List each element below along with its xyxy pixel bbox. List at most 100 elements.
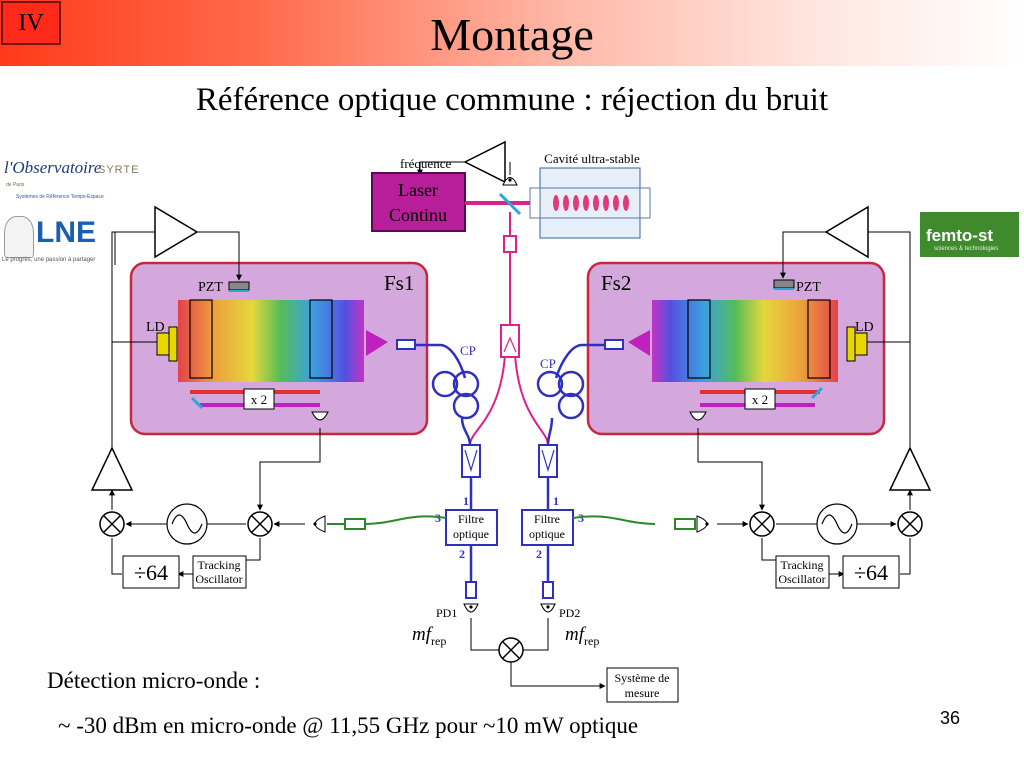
- right-tracking-label-1: Tracking: [781, 558, 824, 572]
- fs1-pzt: [228, 281, 250, 291]
- left-mixer-2: [247, 511, 273, 537]
- fs1-photodiode: [311, 411, 329, 421]
- filter-right-label-2: optique: [529, 527, 565, 541]
- right-amplifier-top: [824, 205, 869, 259]
- fs1-laser-diode-body: [168, 326, 178, 362]
- green-fiber-left: [327, 515, 447, 525]
- bottom-mixer: [498, 637, 524, 663]
- right-divider-box: [842, 555, 900, 589]
- fs1-ld-label: LD: [146, 320, 165, 335]
- fiber-connector-top: [503, 235, 517, 253]
- left-oscillator: [166, 503, 208, 545]
- right-tracking-label-2: Oscillator: [778, 572, 825, 586]
- fs1-doubler-label: x 2: [251, 392, 267, 407]
- cavity-label: Cavité ultra-stable: [544, 151, 640, 166]
- photodiode-left-beat-dot: [313, 522, 317, 526]
- pd1-label: PD1: [436, 606, 457, 620]
- left-divider-label: ÷64: [134, 560, 168, 585]
- observatoire-logo-tagline: Systèmes de Référence Temps-Espace: [16, 194, 104, 200]
- left-amplifier-top: [154, 205, 199, 259]
- fs1-crystal-1: [189, 299, 213, 379]
- cp-right-label: CP: [540, 356, 556, 371]
- lne-figure-icon: [4, 216, 34, 258]
- optical-filter-left: [445, 509, 498, 546]
- fs2-spectrum: [652, 300, 838, 382]
- fs2-photodiode: [689, 411, 707, 421]
- fs2-doubler: [744, 388, 776, 410]
- fs2-label: Fs2: [601, 271, 631, 295]
- measurement-system-box: [606, 667, 679, 703]
- observatoire-logo-lab: SYRTE: [98, 164, 140, 176]
- left-tracking-box: [192, 555, 247, 589]
- filter-left-port1: 1: [463, 494, 469, 508]
- section-number: IV: [1, 1, 61, 45]
- fiber-coupler: [500, 324, 520, 358]
- combiner-left: [461, 444, 481, 478]
- measurement-label-2: mesure: [625, 686, 660, 700]
- femto-logo: femto-st sciences & technologies: [920, 212, 1019, 257]
- left-electronics-wires: [109, 231, 321, 577]
- right-tracking-box: [775, 555, 830, 589]
- fs2-ld-label: LD: [855, 320, 874, 335]
- fs2-pzt: [773, 279, 795, 289]
- ultra-stable-cavity: [529, 167, 651, 239]
- observatoire-logo-place: de Paris: [6, 182, 25, 188]
- pd2-connector: [542, 581, 554, 599]
- optical-filter-right: [521, 509, 574, 546]
- fiber-coupler-mark: [503, 336, 517, 353]
- fs1-label: Fs1: [384, 271, 414, 295]
- fs1-mirror: [190, 396, 204, 410]
- observatoire-logo: l'Observatoire SYRTE de Paris Systèmes d…: [2, 150, 142, 208]
- left-divider-box: [122, 555, 180, 589]
- fs2-doubler-label: x 2: [752, 392, 768, 407]
- cp-left-label: CP: [460, 343, 476, 358]
- beam-splitter: [498, 192, 522, 216]
- filter-left-label-1: Filtre: [458, 512, 484, 526]
- fs2-laser-diode-body: [854, 332, 868, 356]
- mfrep-right: mfrep: [565, 624, 599, 648]
- fs2-pzt-label: PZT: [796, 280, 821, 295]
- laser-box: [371, 172, 466, 232]
- right-mixer-2: [897, 511, 923, 537]
- left-tracking-label-2: Oscillator: [195, 572, 242, 586]
- slide-subtitle: Référence optique commune : réjection du…: [195, 82, 829, 118]
- fs2-crystal-2: [807, 299, 831, 379]
- laser-label-2: Continu: [389, 205, 447, 225]
- fs2-output-arrow: [628, 330, 650, 356]
- filter-left-label-2: optique: [453, 527, 489, 541]
- femto-logo-name: femto-st: [926, 226, 994, 245]
- filter-right-port2: 2: [536, 547, 542, 561]
- filter-right-label-1: Filtre: [534, 512, 560, 526]
- lne-logo-tagline: Le progrès, une passion à partager: [2, 257, 96, 263]
- combiner-left-mark: [464, 449, 478, 473]
- filter-left-port3: 3: [435, 511, 441, 525]
- lne-logo-name: LNE: [36, 216, 96, 249]
- pd1-connector: [465, 581, 477, 599]
- filter-right-port3: 3: [578, 511, 584, 525]
- combiner-right: [538, 444, 558, 478]
- right-divider-label: ÷64: [854, 560, 888, 585]
- right-amplifier-vertical: [888, 446, 932, 491]
- fs1-fiber-connector: [396, 339, 416, 350]
- green-connector-right: [674, 518, 696, 530]
- bottom-mixer-wires: [470, 618, 606, 689]
- right-oscillator: [816, 503, 858, 545]
- left-amplifier-vertical: [90, 446, 134, 491]
- fs1-laser-diode: [156, 332, 170, 356]
- detection-text: Détection micro-onde :: [47, 668, 261, 693]
- measurement-label-1: Système de: [615, 671, 670, 685]
- left-tracking-label-1: Tracking: [198, 558, 241, 572]
- pd2-label: PD2: [559, 606, 580, 620]
- mfrep-left: mfrep: [412, 624, 446, 648]
- fs1-output-arrow: [366, 330, 388, 356]
- filter-right-port1: 1: [553, 494, 559, 508]
- fs2-laser-diode: [846, 326, 856, 362]
- photodiode-right-beat-dot: [705, 522, 709, 526]
- pd2-dot: [546, 605, 550, 609]
- fs1-crystal-2: [309, 299, 333, 379]
- fs1-pzt-label: PZT: [198, 280, 223, 295]
- green-connector-left: [344, 518, 366, 530]
- fs2-fiber-connector: [604, 339, 624, 350]
- fs2-mirror: [810, 386, 824, 400]
